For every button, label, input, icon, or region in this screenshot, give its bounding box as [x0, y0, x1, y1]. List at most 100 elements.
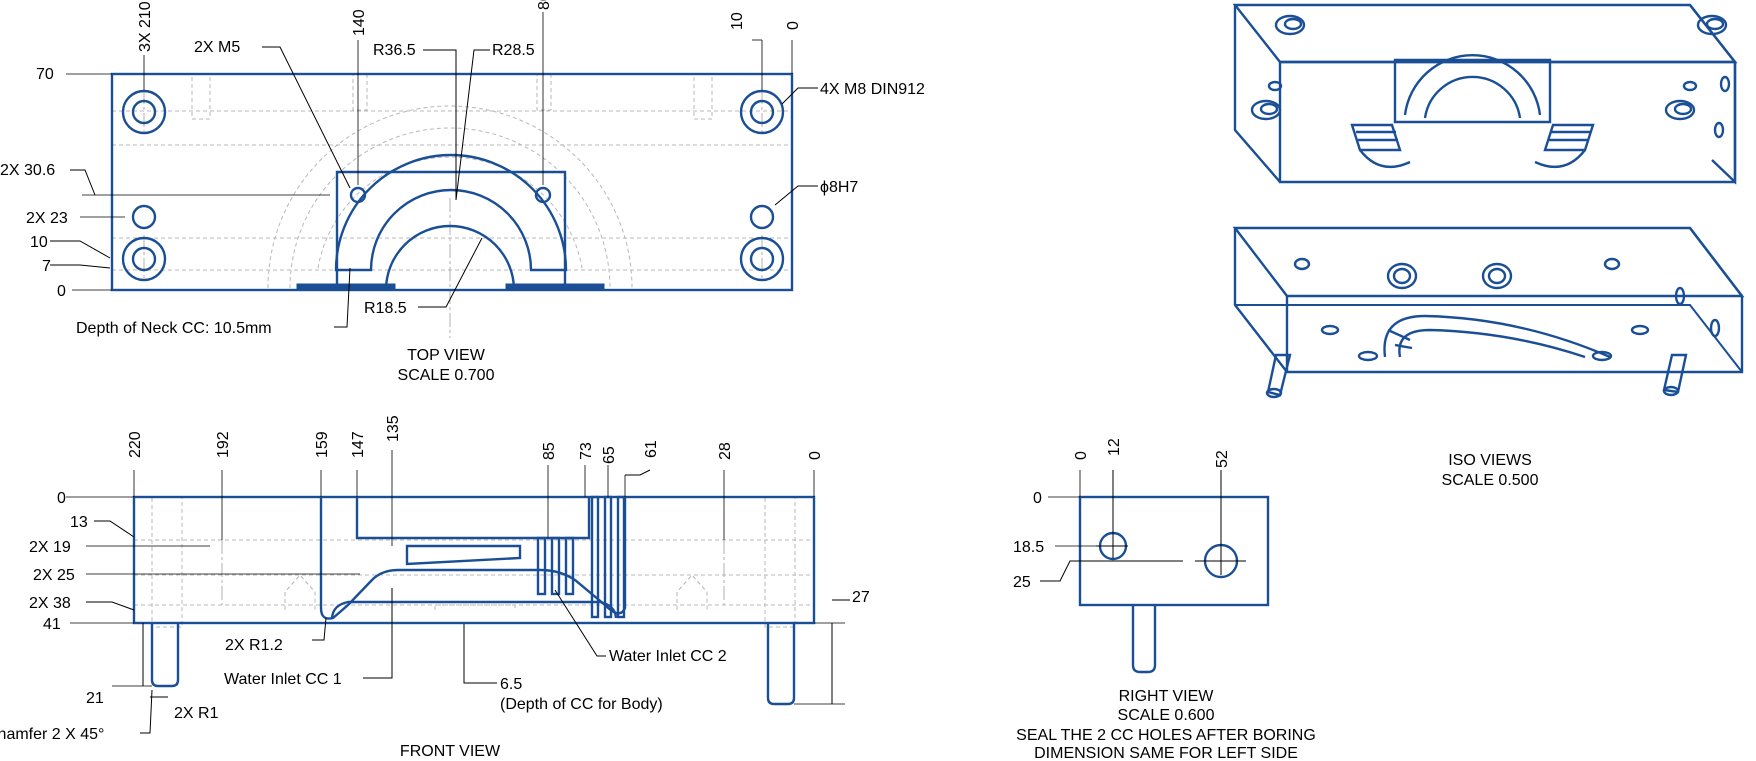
right-view: 0 12 52 0 18.5 25 RIGHT VIEW SCALE 0.600… [1013, 438, 1316, 761]
top-dim-70: 70 [36, 66, 54, 83]
top-dim-140: 140 [351, 9, 368, 36]
front-callout-depth-value: 6.5 [500, 676, 522, 693]
top-callout-m8: 4X M8 DIN912 [820, 81, 925, 98]
top-view-dowel-hole [749, 204, 775, 230]
iso-view-upper [1232, 3, 1738, 185]
front-view-dowel-pin [766, 623, 796, 706]
front-view-water-channel [319, 497, 627, 620]
front-dim-2x19: 2X 19 [29, 539, 71, 556]
front-dim-13: 13 [70, 514, 88, 531]
front-view-fin-grooves [536, 495, 626, 619]
front-dim-61: 61 [643, 440, 660, 458]
top-callout-dowel: ϕ8H7 [820, 179, 858, 196]
right-dim-12: 12 [1106, 438, 1123, 456]
front-view-top-pocket [355, 497, 591, 540]
front-dim-pin-27: 27 [852, 589, 870, 606]
iso-lower-pins [1265, 353, 1688, 399]
top-callout-m5: 2X M5 [194, 39, 240, 56]
top-dim-3x210: 3X 210 [137, 1, 154, 52]
top-dim-2x30-6: 2X 30.6 [0, 162, 55, 179]
front-dim-28: 28 [717, 442, 734, 460]
top-view-scale: SCALE 0.700 [398, 367, 495, 384]
top-dim-0-horizontal: 0 [57, 283, 66, 300]
top-dim-80: 80 [536, 0, 553, 10]
front-dim-135: 135 [385, 415, 402, 442]
top-callout-neck-depth: Depth of Neck CC: 10.5mm [76, 320, 272, 337]
top-view-counterbore-hole [739, 236, 785, 282]
front-view-body-outline [132, 495, 816, 625]
front-view-dowel-pin [150, 623, 180, 688]
front-dim-192: 192 [215, 431, 232, 458]
front-callout-water-inlet-2: Water Inlet CC 2 [609, 648, 727, 665]
top-view-leaders [50, 12, 818, 328]
top-dim-0-vertical: 0 [785, 21, 802, 30]
right-view-note-left-side: DIMENSION SAME FOR LEFT SIDE [1034, 745, 1298, 761]
top-view-center-lines [143, 90, 763, 338]
top-dim-10: 10 [729, 12, 746, 30]
right-view-title: RIGHT VIEW [1119, 688, 1215, 705]
front-callout-r1: 2X R1 [174, 705, 219, 722]
top-view-hidden-lines [112, 73, 792, 289]
front-callout-chamfer: Chamfer 2 X 45° [0, 726, 104, 743]
top-view-m5-hole [534, 186, 552, 204]
right-dim-25: 25 [1013, 574, 1031, 591]
top-callout-r28-5: R28.5 [492, 42, 535, 59]
front-callout-depth-note: (Depth of CC for Body) [500, 696, 663, 713]
front-view-water-channel-inner [330, 600, 618, 619]
front-view-leaders [66, 450, 850, 734]
top-dim-7: 7 [42, 258, 51, 275]
right-dim-0-vertical: 0 [1073, 451, 1090, 460]
front-dim-73: 73 [578, 442, 595, 460]
right-view-dowel-pin [1131, 605, 1157, 674]
top-view-counterbore-hole [739, 89, 785, 135]
front-dim-0-horizontal: 0 [57, 490, 66, 507]
right-view-scale: SCALE 0.600 [1118, 707, 1215, 724]
right-dim-0-horizontal: 0 [1033, 490, 1042, 507]
front-dim-41: 41 [43, 616, 61, 633]
top-view-half-ring [334, 153, 568, 272]
front-dim-159: 159 [314, 431, 331, 458]
iso-lower-channel [1320, 314, 1650, 362]
iso-lower-top-holes [1293, 257, 1721, 338]
right-view-center-lines [1096, 470, 1246, 575]
front-callout-r1-2: 2X R1.2 [225, 637, 283, 654]
top-view-bore [384, 224, 516, 291]
top-view: 3X 210 140 80 10 0 70 2X 30.6 2X 23 10 7… [0, 0, 925, 384]
top-view-counterbore-hole [121, 236, 167, 282]
top-view-title: TOP VIEW [407, 347, 486, 364]
front-callout-water-inlet-1: Water Inlet CC 1 [224, 671, 342, 688]
top-view-body-outline [110, 72, 794, 292]
front-dim-147: 147 [350, 431, 367, 458]
top-view-m5-hole [349, 186, 367, 204]
front-dim-65: 65 [601, 446, 618, 464]
front-dim-pin-21: 21 [86, 690, 104, 707]
iso-views-title: ISO VIEWS [1448, 452, 1532, 469]
front-dim-2x25: 2X 25 [33, 567, 75, 584]
top-view-dowel-hole [131, 204, 157, 230]
front-dim-85: 85 [541, 442, 558, 460]
iso-upper-fins [1350, 123, 1595, 169]
top-view-counterbore-hole [121, 89, 167, 135]
front-dim-0-vertical: 0 [807, 451, 824, 460]
front-dim-220: 220 [127, 431, 144, 458]
right-view-leaders [1040, 470, 1183, 582]
right-view-note-seal: SEAL THE 2 CC HOLES AFTER BORING [1016, 727, 1316, 744]
top-dim-2x23: 2X 23 [26, 210, 68, 227]
iso-upper-holes [1250, 14, 1731, 139]
iso-views-scale: SCALE 0.500 [1442, 472, 1539, 489]
front-view-inclined-passage [405, 544, 522, 566]
top-view-channel-marks [296, 283, 605, 290]
top-callout-r36-5: R36.5 [373, 42, 416, 59]
front-dim-2x38: 2X 38 [29, 595, 71, 612]
front-view-center-lines [221, 540, 725, 605]
top-dim-10-horizontal: 10 [30, 234, 48, 251]
right-dim-18-5: 18.5 [1013, 539, 1044, 556]
top-view-pocket [335, 170, 567, 290]
right-view-body-outline [1078, 495, 1270, 607]
right-dim-52: 52 [1214, 450, 1231, 468]
front-view: 220 192 159 147 135 85 73 65 61 28 0 0 1… [0, 415, 870, 760]
front-view-hidden-lines [134, 496, 814, 628]
top-callout-r18-5: R18.5 [364, 300, 407, 317]
iso-view-lower [1232, 226, 1745, 399]
